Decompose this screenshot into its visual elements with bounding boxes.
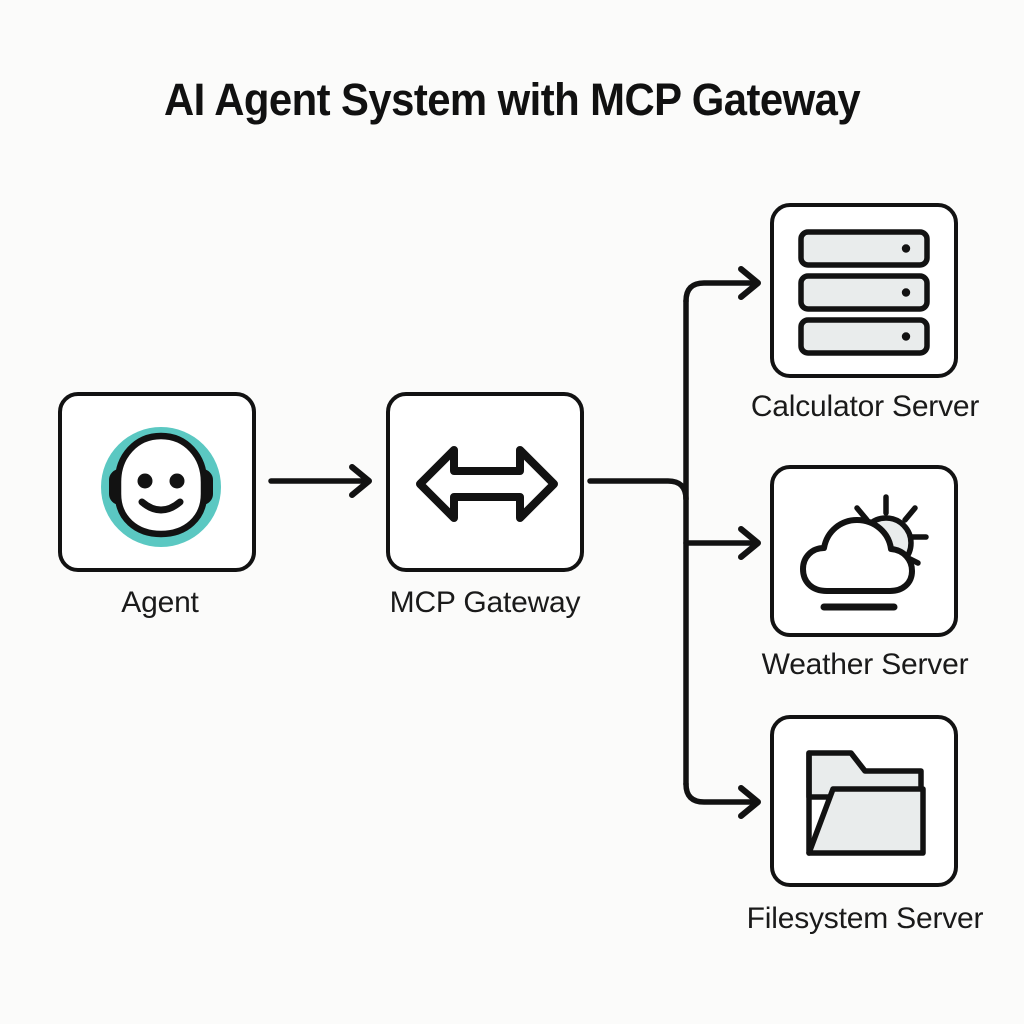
edge-gateway-to-weather (683, 526, 761, 560)
calculator-label: Calculator Server (750, 390, 980, 423)
filesystem-box[interactable] (770, 715, 958, 887)
edge-gateway-trunk (587, 298, 689, 787)
weather-box[interactable] (770, 465, 958, 637)
cloud-sun-icon (800, 494, 929, 611)
weather-label: Weather Server (761, 648, 969, 681)
edge-agent-to-gateway (268, 464, 372, 498)
folder-open-icon (806, 750, 926, 856)
agent-label: Agent (121, 586, 199, 619)
gateway-label: MCP Gateway (389, 586, 581, 619)
gateway-box[interactable] (386, 392, 584, 572)
server-rack-icon (798, 229, 930, 356)
page-title: AI Agent System with MCP Gateway (163, 74, 861, 125)
agent-box[interactable] (58, 392, 256, 572)
calculator-box[interactable] (770, 203, 958, 378)
edge-gateway-to-filesystem (683, 781, 761, 819)
edge-gateway-to-calculator (683, 266, 761, 304)
filesystem-label: Filesystem Server (746, 902, 984, 935)
double-arrow-icon (416, 446, 558, 522)
robot-face-icon (101, 427, 221, 547)
